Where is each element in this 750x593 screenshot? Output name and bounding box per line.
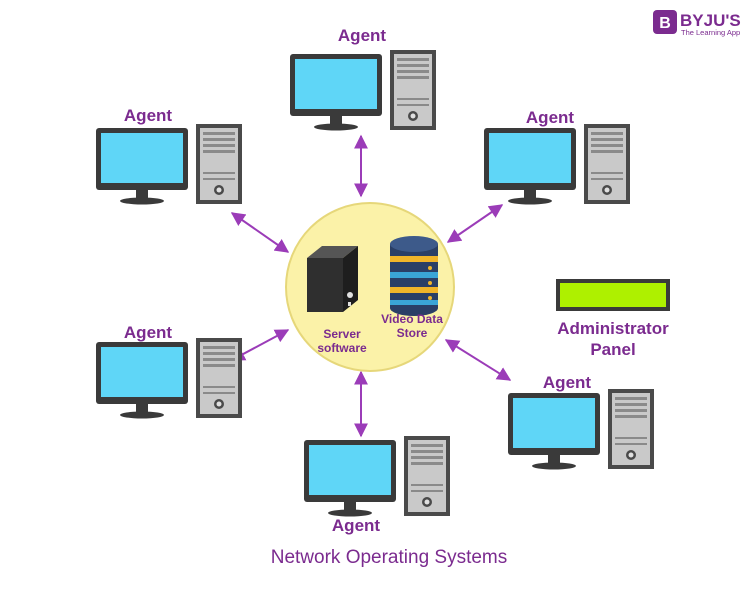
agent-top-right: Agent [484,108,630,205]
agent-label: Agent [124,106,173,125]
agent-label: Agent [124,323,173,342]
admin-label-line2: Panel [590,340,635,359]
server-hub: Server software Video Data Store [285,202,455,372]
store-label-line1: Video Data [381,312,443,326]
logo-mark-icon [653,10,677,34]
server-icon [307,246,358,312]
computer-icon [96,338,242,419]
database-icon [390,236,438,316]
arrow-top-left [230,212,290,253]
agent-top: Agent [290,26,436,131]
computer-icon [304,436,450,517]
computer-icon [484,124,630,205]
brand-logo: B BYJU'S The Learning App [653,10,741,37]
diagram-caption: Network Operating Systems [271,547,508,568]
agent-top-left: Agent [96,106,242,205]
logo-mark-letter: B [659,15,671,32]
agent-label: Agent [543,373,592,392]
agent-label: Agent [338,26,387,45]
server-label-line1: Server [323,327,361,341]
agent-bottom: Agent [304,436,450,535]
admin-label-line1: Administrator [557,319,669,338]
admin-panel: Administrator Panel [556,279,670,359]
arrow-bottom-right [444,339,512,381]
agent-label: Agent [526,108,575,127]
logo-tagline: The Learning App [681,28,740,37]
server-label-line2: software [317,341,367,355]
store-label-line2: Store [397,326,428,340]
logo-brand: BYJU'S [680,11,741,30]
computer-icon [96,124,242,205]
admin-panel-screen [560,283,666,307]
computer-icon [290,50,436,131]
agent-bottom-left: Agent [96,323,242,419]
computer-icon [508,389,654,470]
agent-label: Agent [332,516,381,535]
agent-bottom-right: Agent [508,373,654,470]
arrow-top-right [446,204,504,243]
